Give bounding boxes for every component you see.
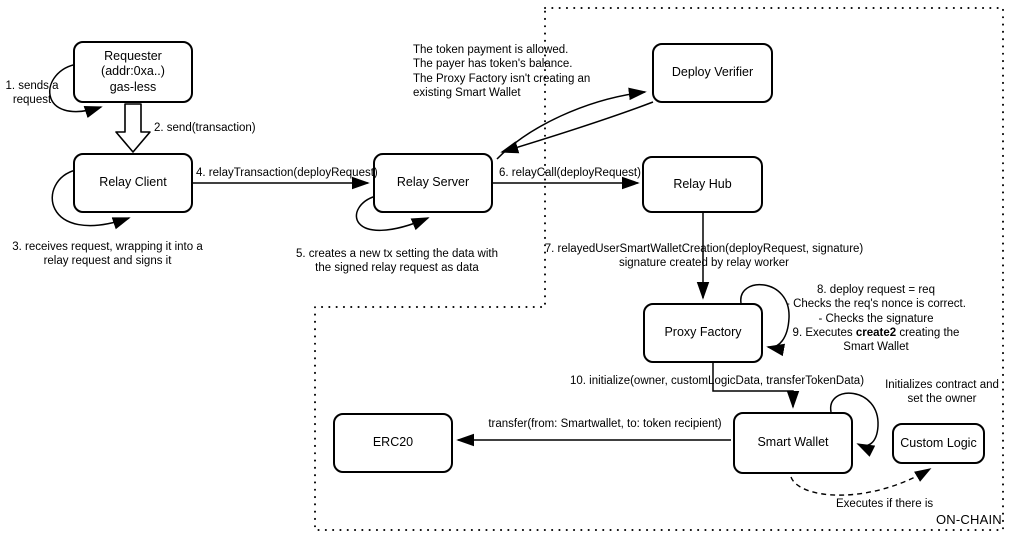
label-step-9-create2: create2 <box>855 326 897 339</box>
label-step-8-line3: - Checks the signature <box>818 312 934 325</box>
note-verifier-checks-line1: The token payment is allowed. <box>413 44 569 56</box>
self-loop-smart-wallet <box>830 392 879 457</box>
label-step-9-line2: Smart Wallet <box>843 341 909 353</box>
label-step-9-line1: 9. Executes create2 creating the <box>778 326 974 340</box>
node-relay-client: Relay Client <box>73 153 193 213</box>
label-step-7: 7. relayedUserSmartWalletCreation(deploy… <box>450 242 958 271</box>
label-step-4: 4. relayTransaction(deployRequest) <box>196 167 378 179</box>
label-step-8-line2: - Checks the req's nonce is correct. <box>786 298 966 311</box>
curve-to-deploy-verifier <box>496 87 647 160</box>
arrow-initialize <box>712 362 800 409</box>
label-step-3: 3. receives request, wrapping it into a … <box>12 241 203 268</box>
label-executes-if-there-is: Executes if there is <box>836 498 934 510</box>
node-custom-logic: Custom Logic <box>892 423 985 464</box>
label-step-7-line2: signature created by relay worker <box>618 257 790 270</box>
label-step-9-post: creating the <box>896 326 960 339</box>
node-erc20: ERC20 <box>333 413 453 473</box>
label-step-10: 10. initialize(owner, customLogicData, t… <box>570 375 865 387</box>
self-loop-relay-client <box>51 169 131 230</box>
label-step-7-line1: 7. relayedUserSmartWalletCreation(deploy… <box>544 243 864 255</box>
node-deploy-verifier: Deploy Verifier <box>652 43 773 103</box>
self-loop-relay-server <box>355 195 430 231</box>
block-arrow-send-transaction <box>115 103 151 153</box>
label-steps-8-9: 8. deploy request = req - Checks the req… <box>778 283 974 354</box>
note-initializes-contract: Initializes contract and set the owner <box>878 378 1006 407</box>
requester-label-line1: Requester <box>104 49 162 64</box>
note-initializes-line1: Initializes contract and <box>885 379 999 391</box>
label-step-5: 5. creates a new tx setting the data wit… <box>295 248 498 275</box>
dashed-arrow-executes-custom-logic <box>790 468 932 496</box>
node-smart-wallet: Smart Wallet <box>733 412 853 474</box>
label-step-2: 2. send(transaction) <box>154 122 256 134</box>
node-proxy-factory: Proxy Factory <box>643 303 763 363</box>
label-step-8-line1: 8. deploy request = req <box>817 284 935 296</box>
label-step-1: 1. sends a request <box>5 80 59 107</box>
note-verifier-checks-line3: The Proxy Factory isn't creating an <box>413 72 591 85</box>
note-verifier-checks: The token payment is allowed. The payer … <box>413 43 590 100</box>
node-relay-server: Relay Server <box>373 153 493 213</box>
note-verifier-checks-line2: The payer has token's balance. <box>413 58 573 71</box>
note-verifier-checks-line4: existing Smart Wallet <box>413 86 521 99</box>
label-on-chain: ON-CHAIN <box>936 512 1002 527</box>
self-loop-requester <box>49 63 103 118</box>
requester-label-line2: (addr:0xa..) <box>101 64 165 79</box>
curve-from-deploy-verifier <box>500 101 654 154</box>
self-loop-proxy-factory <box>740 283 790 357</box>
note-initializes-line2: set the owner <box>907 393 977 406</box>
label-step-6: 6. relayCall(deployRequest) <box>499 167 641 179</box>
label-transfer: transfer(from: Smartwallet, to: token re… <box>488 418 722 430</box>
label-step-9-pre: 9. Executes <box>792 326 856 339</box>
node-requester: Requester (addr:0xa..) gas-less <box>73 41 193 103</box>
requester-label-line3: gas-less <box>109 79 157 94</box>
node-relay-hub: Relay Hub <box>642 156 763 213</box>
